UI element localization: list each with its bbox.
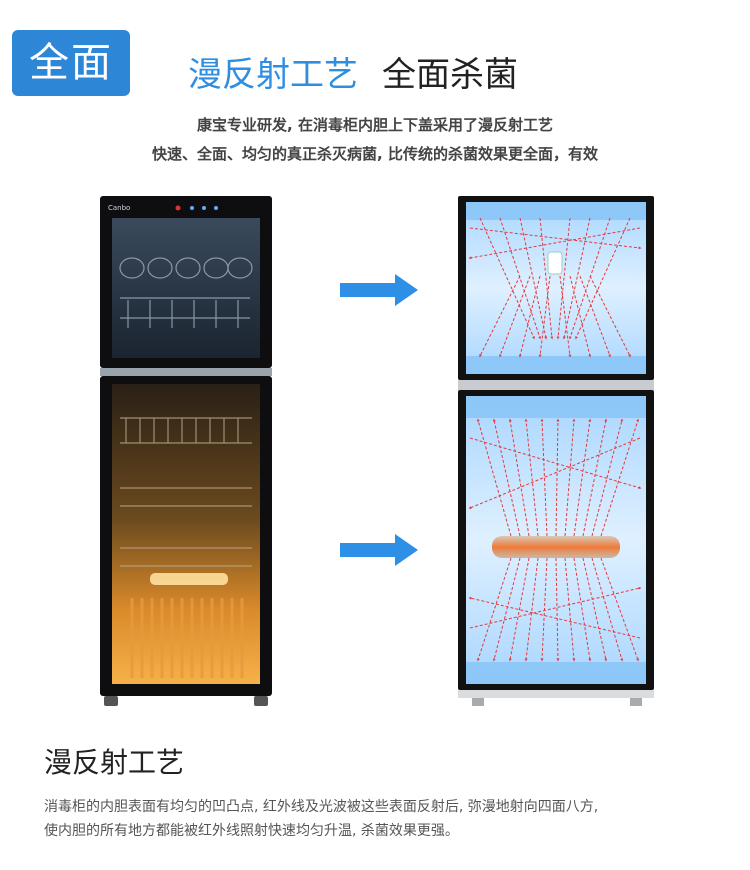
brand-logo: Canbo xyxy=(108,204,130,212)
headline: 漫反射工艺全面杀菌 xyxy=(188,50,518,100)
product-illustration: Canbo xyxy=(100,196,654,706)
reflection-ray xyxy=(569,275,592,358)
reflection-ray xyxy=(479,217,535,340)
reflection-ray xyxy=(499,217,541,340)
reflection-ray xyxy=(477,557,512,662)
intro-line-1: 康宝专业研发, 在消毒柜内胆上下盖采用了漫反射工艺 xyxy=(197,116,553,134)
reflection-ray xyxy=(556,217,571,340)
reflection-ray xyxy=(600,418,639,537)
reflection-ray xyxy=(469,437,642,490)
reflection-ray xyxy=(524,418,539,537)
reflection-ray xyxy=(555,557,560,662)
reflection-ray xyxy=(538,275,551,358)
reflection-ray xyxy=(573,418,592,537)
reflection-ray xyxy=(499,275,531,358)
reflection-ray xyxy=(518,275,541,358)
feature-badge: 全面 xyxy=(12,30,130,96)
reflection-ray xyxy=(540,418,548,537)
reflection-ray xyxy=(468,596,641,639)
headline-highlight: 漫反射工艺 xyxy=(188,55,358,95)
reflection-ray xyxy=(476,418,512,537)
section-title: 漫反射工艺 xyxy=(44,746,185,779)
cabinet-photo: Canbo xyxy=(100,196,272,706)
intro-line-2: 快速、全面、均匀的真正杀灭病菌, 比传统的杀菌效果更全面，有效 xyxy=(152,145,598,163)
reflection-ray xyxy=(469,586,642,629)
headline-rest: 全面杀菌 xyxy=(382,55,518,95)
section-text-line-2: 使内胆的所有地方都能被红外线照射快速均匀升温, 杀菌效果更强。 xyxy=(44,823,459,839)
reflection-ray xyxy=(582,557,608,662)
reflection-ray xyxy=(591,557,624,662)
reflection-ray xyxy=(564,557,576,662)
reflection-ray xyxy=(519,217,548,340)
reflection-ray xyxy=(508,557,530,662)
reflection-ray xyxy=(555,418,560,537)
reflection-ray xyxy=(579,275,611,358)
reflection-ray xyxy=(469,227,642,250)
reflection-ray xyxy=(559,275,572,358)
reflection-ray xyxy=(540,557,548,662)
reflection-ray xyxy=(564,418,576,537)
reflection-ray xyxy=(539,217,554,340)
reflection-ray xyxy=(569,217,611,340)
reflection-ray xyxy=(575,217,631,340)
reflection-ray xyxy=(492,557,521,662)
reflection-diagram xyxy=(458,196,654,706)
feature-badge-label: 全面 xyxy=(29,40,113,86)
reflection-ray xyxy=(524,557,539,662)
arrow-icon xyxy=(340,534,418,566)
reflection-ray xyxy=(600,557,639,662)
reflection-ray xyxy=(468,227,641,260)
reflection-ray xyxy=(573,557,592,662)
section-text-line-1: 消毒柜的内胆表面有均匀的凹凸点, 红外线及光波被这些表面反射后, 弥漫地射向四面… xyxy=(44,799,599,815)
reflection-ray xyxy=(508,418,530,537)
arrow-icon xyxy=(340,274,418,306)
reflection-ray xyxy=(468,437,641,509)
